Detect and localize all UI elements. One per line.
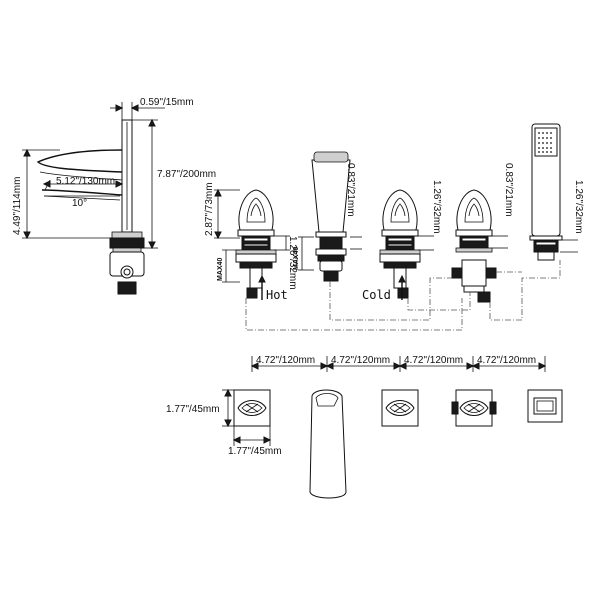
spacing-dim-4: 4.72"/120mm xyxy=(477,355,536,366)
spout-height-dim: 7.87"/200mm xyxy=(157,169,216,180)
spout-deck-dim: 4.49"/114mm xyxy=(12,177,23,235)
diverter-lever xyxy=(456,189,492,231)
spout-width-dim: 0.59"/15mm xyxy=(140,97,194,108)
cold-inlet xyxy=(397,287,409,299)
spout-top xyxy=(309,389,347,499)
diverter-front: 0.83"/21mm xyxy=(451,163,514,303)
spacing-dim-2: 4.72"/120mm xyxy=(331,355,390,366)
spout-front: 0.83"/21mm MAX40 xyxy=(293,151,362,282)
spout-front-inlet xyxy=(323,270,339,282)
handshower-nozzles xyxy=(538,132,552,153)
handshower-front: 1.26"/32mm xyxy=(529,123,584,261)
spout-angle-dim: 10° xyxy=(72,198,87,209)
spout-inlet xyxy=(117,281,137,295)
hot-handle-lever xyxy=(238,189,274,231)
spout-base-dim: 0.83"/21mm xyxy=(345,163,356,217)
max-deck-dim-1: MAX40 xyxy=(217,258,224,281)
cold-handle-lever xyxy=(382,189,418,231)
handle-base-dim-1: 1.26"/32mm xyxy=(287,236,298,290)
connection-lines xyxy=(245,260,561,331)
spout-reach-dim: 5.12"/130mm xyxy=(56,176,115,187)
spout-front-body xyxy=(311,159,351,233)
plate-width-dim: 1.77"/45mm xyxy=(228,446,282,457)
max-deck-dim-2: MAX40 xyxy=(293,247,300,270)
hot-inlet xyxy=(246,287,258,299)
top-view: 4.72"/120mm 4.72"/120mm 4.72"/120mm 4.72… xyxy=(166,355,563,499)
handle-base-dim-2: 1.26"/32mm xyxy=(431,180,442,234)
spout-arm xyxy=(36,149,123,173)
cold-handle-front: Cold 1.26"/32mm xyxy=(362,180,442,302)
spout-side-view: 0.59"/15mm 5.12"/130mm 10° 7.87"/200mm xyxy=(12,97,216,295)
diverter-base-dim: 0.83"/21mm xyxy=(503,163,514,217)
hot-label: Hot xyxy=(266,288,288,302)
hot-handle-front: 2.87"/73mm Hot 1.26"/32mm MAX40 xyxy=(204,182,298,302)
spacing-dim-1: 4.72"/120mm xyxy=(256,355,315,366)
plate-height-dim: 1.77"/45mm xyxy=(166,404,220,415)
cold-label: Cold xyxy=(362,288,391,302)
diverter-cartridge xyxy=(461,259,487,287)
spout-deck-nut xyxy=(109,237,145,249)
handle-height-dim: 2.87"/73mm xyxy=(204,182,215,236)
handshower-base-dim: 1.26"/32mm xyxy=(573,180,584,234)
spacing-dim-3: 4.72"/120mm xyxy=(404,355,463,366)
